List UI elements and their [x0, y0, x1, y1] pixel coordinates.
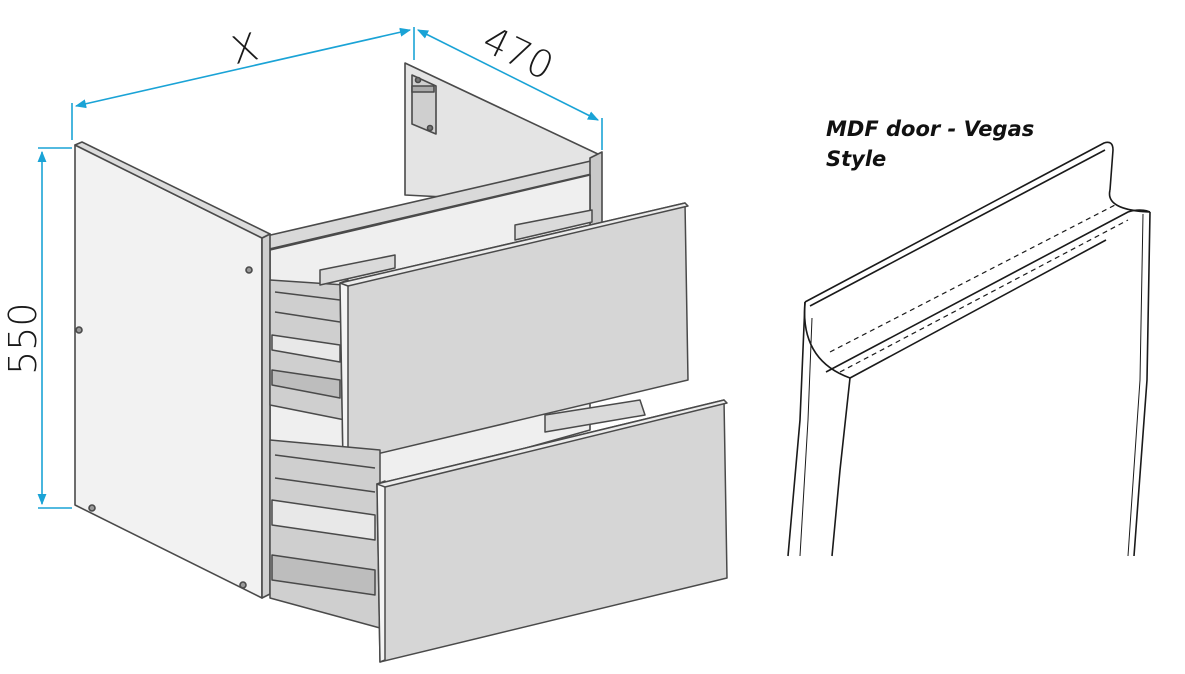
height-label: 550	[1, 302, 45, 375]
width-dimension-line	[74, 27, 412, 109]
left-panel-edge	[261, 233, 271, 599]
depth-label: 470	[476, 17, 560, 88]
lower-drawer	[269, 399, 728, 663]
upper-drawer	[269, 202, 689, 463]
caption-line-2: Style	[826, 147, 887, 171]
caption-line-1: MDF door - Vegas	[826, 117, 1035, 141]
dimension-lines	[37, 27, 603, 509]
left-side-panel	[74, 144, 263, 599]
door-caption: MDF door - Vegas Style	[826, 114, 1086, 174]
left-panel-top	[74, 141, 271, 239]
mdf-door-drawing	[787, 141, 1151, 557]
depth-dimension-line	[416, 29, 600, 121]
mounting-bracket-icon	[411, 74, 437, 135]
width-label: X	[227, 24, 262, 73]
